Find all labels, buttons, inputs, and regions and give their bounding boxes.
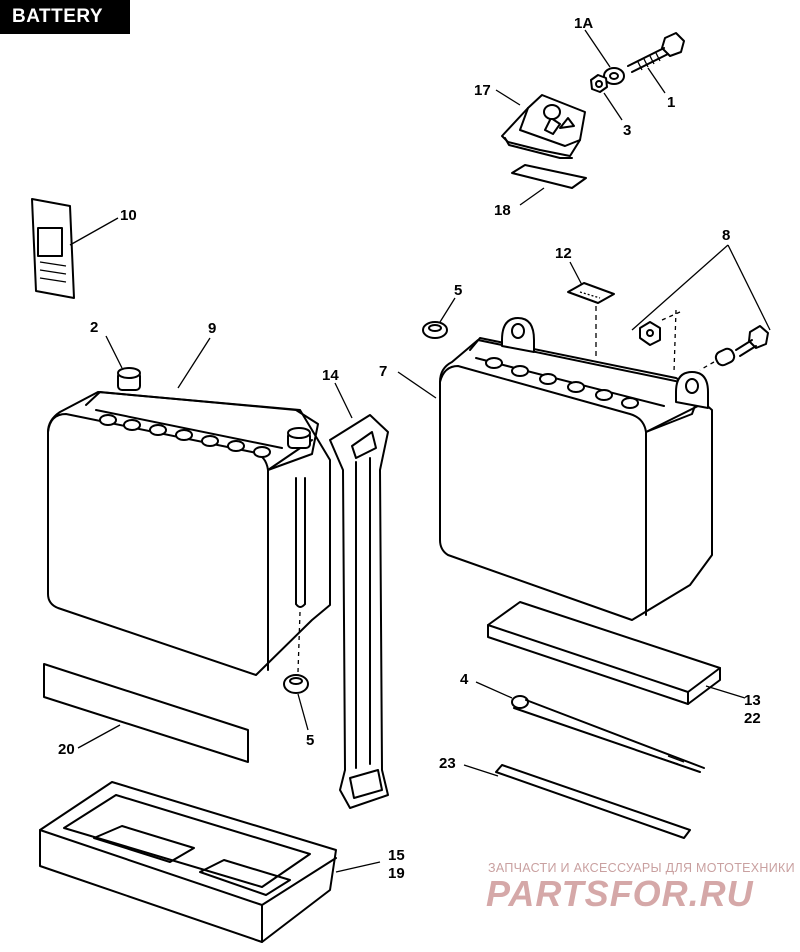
callout-5-top: 5 [454,282,462,299]
terminal-right-negative [675,371,709,409]
callout-2: 2 [90,319,98,336]
callout-labels: 1A 1 3 17 18 10 12 8 5 2 9 14 7 5 20 13 … [58,15,761,882]
battery-pad-left [43,663,249,763]
callout-12: 12 [555,245,572,262]
callout-20: 20 [58,741,75,758]
battery-hold-down-bracket [501,94,586,159]
callout-3: 3 [623,122,631,139]
callout-7: 7 [379,363,387,380]
warning-label-card [31,198,75,299]
washer [603,67,625,85]
callout-14: 14 [322,367,339,384]
cell-caps-left [99,414,271,458]
battery-right [439,317,713,621]
watermark-logo: PARTSFOR.RU [486,873,754,914]
callout-23: 23 [439,755,456,772]
watermark-tagline: ЗАПЧАСТИ И АКСЕССУАРЫ ДЛЯ МОТОТЕХНИКИ [488,861,795,875]
terminal-right-positive [501,317,535,353]
callout-1: 1 [667,94,675,111]
callout-4: 4 [460,671,469,688]
vent-tube-clip-bottom [283,674,309,694]
callout-10: 10 [120,207,137,224]
callout-13: 13 [744,692,761,709]
vent-tube-clip-top [422,321,448,339]
terminal-bolt-set [639,309,769,373]
bracket-pad [511,164,587,189]
insulator-strip [495,764,691,839]
callout-19: 19 [388,865,405,882]
battery-label [567,282,615,304]
leader-lines [69,29,771,873]
terminal-left-negative [287,427,311,449]
cell-caps-right [485,357,639,409]
callout-9: 9 [208,320,216,337]
diagram-title: BATTERY [0,0,130,34]
terminal-left-positive [117,367,141,391]
vent-tube [295,477,306,673]
drain-tube [511,695,705,773]
mounting-bolt [627,32,685,73]
callout-18: 18 [494,202,511,219]
watermark: ЗАПЧАСТИ И АКСЕССУАРЫ ДЛЯ МОТОТЕХНИКИ PA… [486,861,795,914]
hex-nut [590,74,608,93]
callout-15: 15 [388,847,405,864]
callout-5-bottom: 5 [306,732,314,749]
battery-strap [329,414,389,809]
battery-left [47,367,331,676]
callout-22: 22 [744,710,761,727]
battery-pad-right [487,601,721,705]
callout-17: 17 [474,82,491,99]
battery-tray [39,781,337,943]
callout-1a: 1A [574,15,593,32]
callout-8: 8 [722,227,730,244]
